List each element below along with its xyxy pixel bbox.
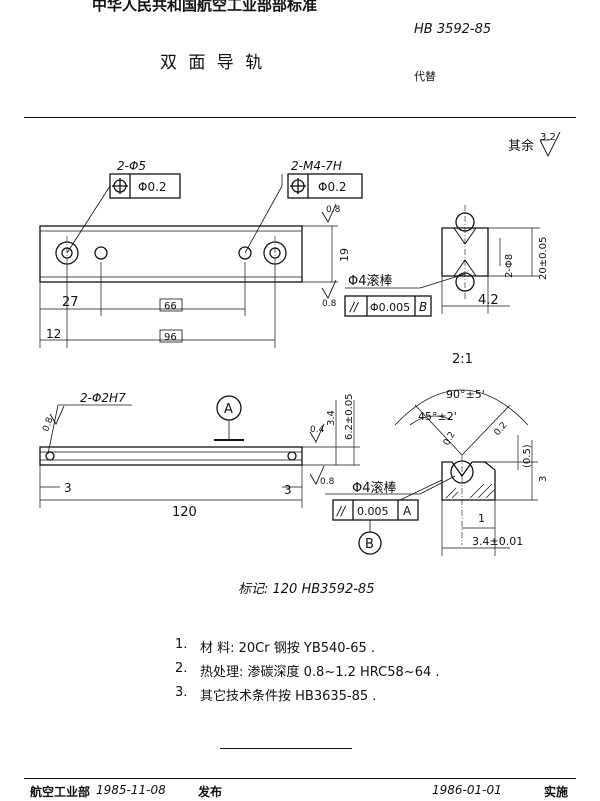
parallel-symbol-top: //	[349, 300, 360, 314]
replaces-label: 代替	[414, 70, 436, 83]
note-2-num: 2.	[175, 661, 188, 676]
rough-08-side-left: 0.8	[41, 416, 55, 433]
dim-3-4-detail: 3.4±0.01	[472, 535, 523, 548]
signature-rule	[220, 748, 352, 749]
roller-label-side: Φ4滚棒	[352, 480, 397, 496]
dim-1-detail: 1	[478, 512, 485, 525]
roughness-note: 其余	[508, 138, 534, 154]
rough-08-b: 0.8	[322, 299, 337, 309]
dim-120: 120	[172, 505, 197, 520]
rail-top-view	[39, 225, 303, 283]
datum-b-circle-label: B	[365, 537, 374, 552]
header-rule	[24, 117, 576, 118]
footer-rule	[24, 778, 576, 779]
footer-effective-label: 实施	[544, 785, 569, 799]
dim-27: 27	[62, 295, 79, 310]
scale-label: 2:1	[452, 352, 473, 367]
standard-number: HB 3592-85	[414, 22, 492, 37]
hole-callout-1: 2-Φ5	[117, 159, 146, 173]
tolerance-value-2: Φ0.2	[318, 180, 347, 194]
angle-90: 90°±5'	[446, 388, 485, 401]
parallel-tol-side: 0.005	[357, 505, 389, 518]
note-2-text: 热处理: 渗碳深度 0.8~1.2 HRC58~64 .	[200, 665, 440, 680]
rough-02-right: 0.2	[493, 421, 510, 438]
note-1-num: 1.	[175, 637, 188, 652]
hole-m4-left	[94, 246, 108, 260]
dim-12: 12	[46, 327, 61, 341]
part-name: 双 面 导 轨	[160, 53, 266, 73]
dim-4-2: 4.2	[478, 293, 499, 308]
rough-08-a: 0.8	[326, 205, 341, 215]
dim-6-2: 6.2±0.05	[344, 393, 355, 440]
footer-effective-date: 1986-01-01	[432, 783, 502, 797]
note-3-text: 其它技术条件按 HB3635-85 .	[200, 689, 377, 704]
note-3-num: 3.	[175, 685, 188, 700]
roughness-value: 3.2	[540, 132, 556, 143]
dim-3-4: 3.4	[326, 410, 337, 426]
rail-side-view	[39, 446, 303, 466]
footer-issuer: 航空工业部	[30, 785, 91, 799]
footer-issue-date: 1985-11-08	[96, 783, 166, 797]
datum-a-ref: A	[403, 504, 412, 518]
hole-m4-right	[238, 246, 252, 260]
dim-66: 66	[164, 301, 177, 312]
hole-callout-phi2: 2-Φ2H7	[80, 391, 126, 405]
dim-3-left: 3	[64, 481, 72, 495]
parallel-symbol-side: //	[336, 504, 347, 518]
datum-a-label: A	[224, 402, 233, 417]
standard-org-title: 中华人民共和国航空工业部部标准	[92, 0, 318, 14]
dim-20: 20±0.05	[538, 237, 549, 280]
dim-0-5: (0.5)	[522, 444, 533, 468]
dim-19: 19	[338, 248, 351, 262]
note-1-text: 材 料: 20Cr 钢按 YB540-65 .	[200, 641, 376, 656]
dim-96: 96	[164, 332, 177, 343]
parallel-tol-top: Φ0.005	[370, 301, 410, 314]
dim-2phi8: 2-Φ8	[504, 254, 515, 278]
angle-45: 45°±2'	[418, 410, 457, 423]
marking-label: 标记: 120 HB3592-85	[238, 582, 375, 597]
rough-04: 0.4	[310, 425, 325, 435]
rough-08-side-right: 0.8	[320, 477, 335, 487]
dim-3-detail: 3	[538, 476, 549, 482]
hole-callout-2: 2-M4-7H	[291, 159, 342, 173]
tolerance-value-1: Φ0.2	[138, 180, 167, 194]
footer-issue-label: 发布	[198, 785, 223, 799]
rough-02-left: 0.2	[442, 430, 458, 447]
roller-label-top: Φ4滚棒	[348, 273, 393, 289]
dim-3-right: 3	[284, 483, 292, 497]
datum-b-ref: B	[419, 300, 427, 314]
